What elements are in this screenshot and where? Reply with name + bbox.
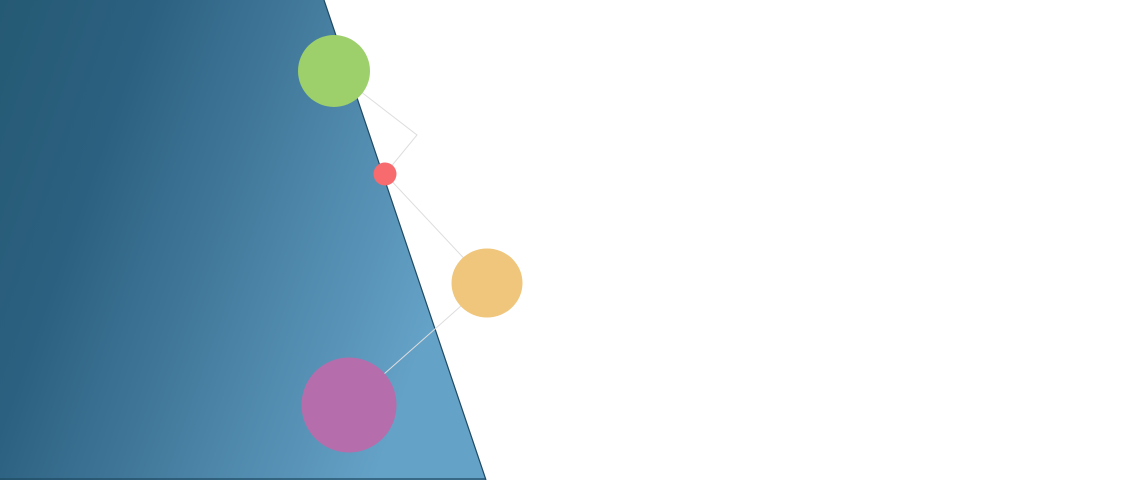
purple-circle-node	[301, 357, 397, 453]
blue-angled-panel	[0, 0, 486, 480]
red-dot-node	[373, 162, 397, 186]
green-circle-node	[298, 35, 370, 107]
orange-circle-node	[451, 248, 523, 318]
